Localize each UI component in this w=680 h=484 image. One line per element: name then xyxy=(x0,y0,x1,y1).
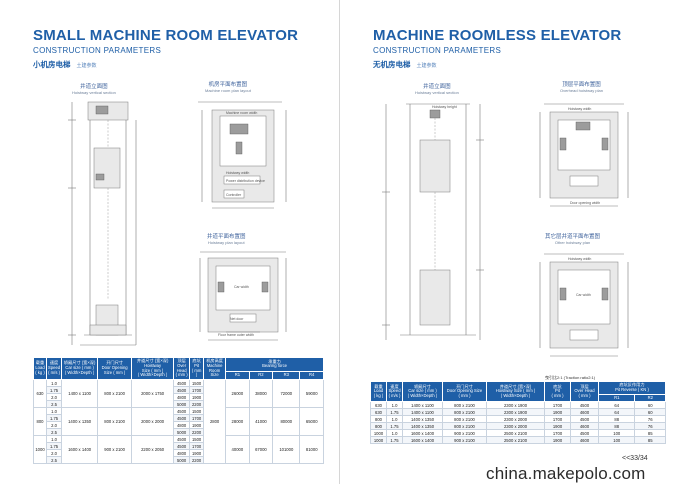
left-page: SMALL MACHINE ROOM ELEVATOR CONSTRUCTION… xyxy=(33,27,324,465)
svg-text:Net door: Net door xyxy=(230,317,244,321)
table-row: 630 1.0 1400 x 1100 800 x 2100 2000 x 17… xyxy=(33,379,324,465)
left-page-subtitle: CONSTRUCTION PARAMETERS xyxy=(33,46,162,55)
svg-text:Hoistway width: Hoistway width xyxy=(568,107,591,111)
left-vertical-section-drawing xyxy=(68,101,137,346)
page-spine xyxy=(339,0,340,484)
svg-text:Door opening width: Door opening width xyxy=(570,201,600,205)
right-page-title: MACHINE ROOMLESS ELEVATOR xyxy=(373,27,622,44)
svg-text:Car width: Car width xyxy=(576,293,591,297)
svg-text:Machine room width: Machine room width xyxy=(226,111,257,115)
svg-text:Hoistway width: Hoistway width xyxy=(568,257,591,261)
col-car-size: 轿厢尺寸 (宽×深)Car size ( mm )( Width×Depth ) xyxy=(61,356,99,381)
left-hoistway-plan-drawing: Car width Net door Floor frame outer wid… xyxy=(199,251,287,341)
traction-ratio-note: 曳引比2:1 (Traction ratio2:1) xyxy=(545,375,596,380)
svg-text:Power distribution device: Power distribution device xyxy=(226,179,265,183)
right-overhead-plan-drawing: Hoistway width Door opening width xyxy=(539,103,629,207)
svg-text:Controller: Controller xyxy=(226,193,242,197)
svg-text:Hoistway height: Hoistway height xyxy=(432,105,457,109)
table-row: 2.5 5000 2200 xyxy=(34,428,324,437)
col-hoistway-size: 井道尺寸 (宽×深)Hoistway Size ( mm )( Width×De… xyxy=(486,380,545,403)
right-other-plan-drawing: Hoistway width Car width xyxy=(539,253,629,357)
table-row: 800 1.0 1400 x 1350 800 x 2100 2000 x 20… xyxy=(33,407,324,437)
right-page-subtitle: CONSTRUCTION PARAMETERS xyxy=(373,46,502,55)
col-r1: R1 xyxy=(225,370,250,381)
table-row: 2.5 5000 2200 xyxy=(34,456,324,465)
right-page-cn-title: 无机房电梯土建参数 xyxy=(373,60,437,69)
col-r3: R3 xyxy=(272,370,301,381)
left-machine-room-drawing: Machine room width Hoistway width Power … xyxy=(198,101,287,209)
watermark-text: china.makepolo.com xyxy=(486,464,646,483)
col-r2: R2 xyxy=(634,393,666,403)
right-page: MACHINE ROOMLESS ELEVATOR CONSTRUCTION P… xyxy=(340,0,680,484)
svg-text:Floor frame outer width: Floor frame outer width xyxy=(218,333,254,337)
left-page-title: SMALL MACHINE ROOM ELEVATOR xyxy=(33,27,299,44)
col-r1: R1 xyxy=(597,393,636,403)
table-row: 1000 1.0 1600 x 1400 900 x 2100 2200 x 2… xyxy=(33,435,324,465)
svg-text:Hoistway width: Hoistway width xyxy=(226,171,249,175)
right-vertical-section-drawing: Hoistway height xyxy=(382,103,484,340)
col-r2: R2 xyxy=(248,370,274,381)
svg-text:Car width: Car width xyxy=(234,285,249,289)
col-r4: R4 xyxy=(299,370,324,381)
page-number: <<33/34 xyxy=(622,455,648,462)
table-row: 1.75 4500 1700 xyxy=(34,442,324,451)
left-page-cn-title: 小机房电梯土建参数 xyxy=(33,60,97,69)
